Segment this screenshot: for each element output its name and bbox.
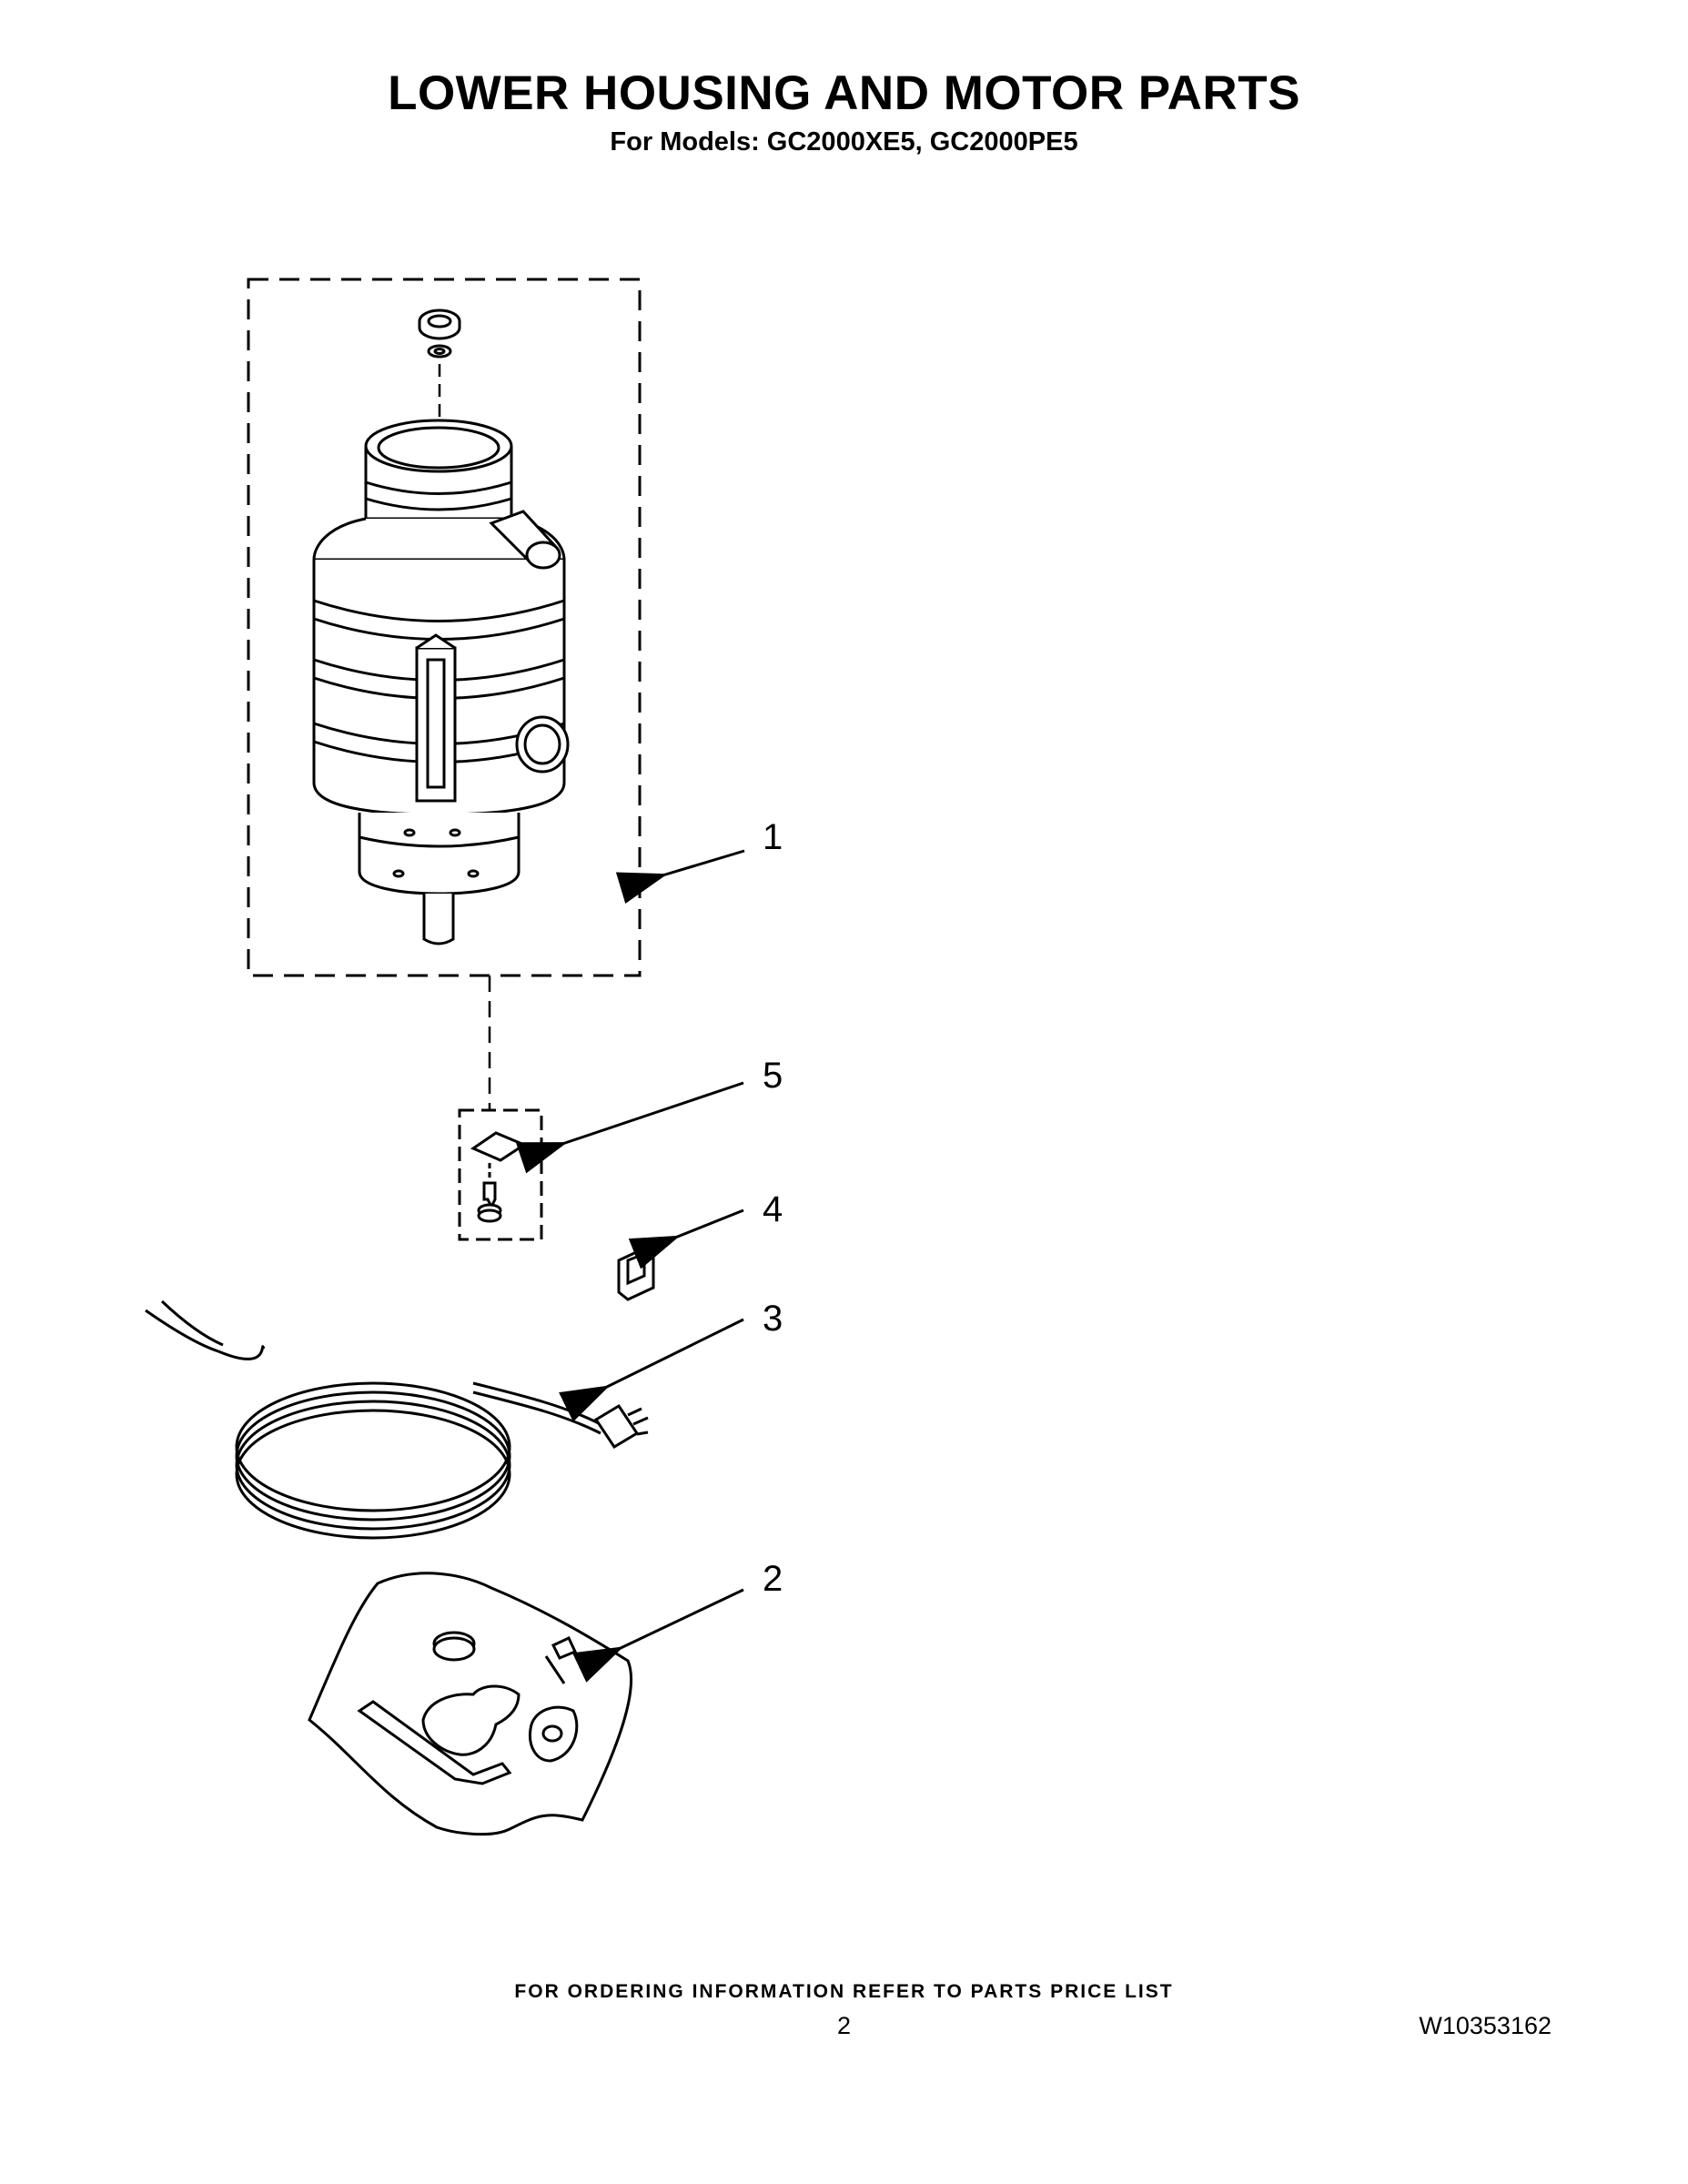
part-5-group-box bbox=[458, 1108, 543, 1241]
callout-arrow-2 bbox=[571, 1588, 744, 1683]
cord-clamp bbox=[617, 1247, 655, 1301]
power-cord bbox=[145, 1299, 601, 1540]
callout-arrow-5 bbox=[515, 1081, 744, 1174]
callout-arrows bbox=[515, 849, 745, 1683]
part-1-group-box bbox=[247, 278, 642, 977]
mounting-plate bbox=[470, 1131, 528, 1223]
document-number: W10353162 bbox=[1419, 2012, 1552, 2039]
callout-4: 4 bbox=[763, 1189, 783, 1229]
page-title: LOWER HOUSING AND MOTOR PARTS bbox=[388, 66, 1300, 120]
plug bbox=[593, 1403, 649, 1450]
callout-arrow-3 bbox=[558, 1318, 744, 1422]
callout-2: 2 bbox=[763, 1559, 783, 1599]
callout-arrow-1 bbox=[615, 849, 745, 905]
callout-arrow-4 bbox=[628, 1208, 744, 1269]
callout-1: 1 bbox=[763, 817, 783, 857]
ordering-note: FOR ORDERING INFORMATION REFER TO PARTS … bbox=[514, 1981, 1174, 2002]
model-subtitle: For Models: GC2000XE5, GC2000PE5 bbox=[610, 127, 1078, 157]
callout-3: 3 bbox=[763, 1299, 783, 1339]
install-kit-bag bbox=[308, 1572, 633, 1836]
page-number: 2 bbox=[836, 2012, 852, 2039]
top-mount-ring bbox=[418, 308, 461, 359]
disposer-housing bbox=[312, 419, 570, 945]
callout-5: 5 bbox=[763, 1056, 783, 1096]
